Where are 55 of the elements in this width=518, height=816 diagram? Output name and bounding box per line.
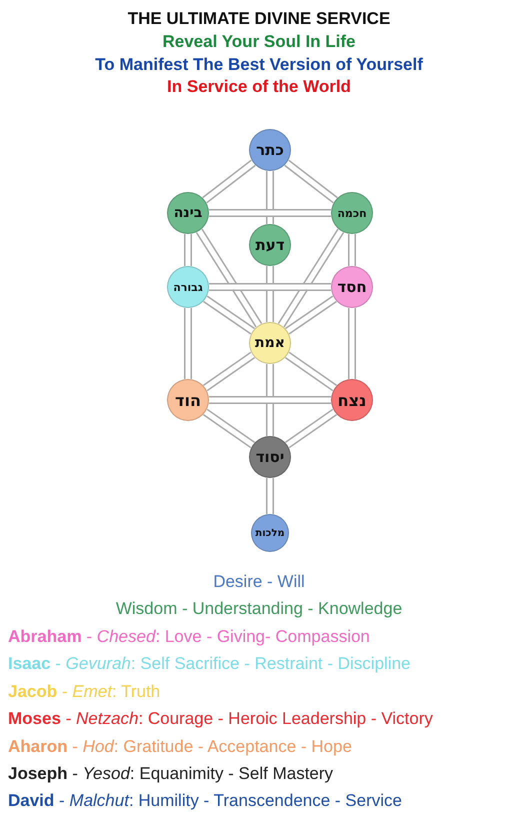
hebrew-label: חכמה <box>337 206 367 220</box>
hebrew-label: בינה <box>174 205 202 221</box>
path-line <box>209 209 331 217</box>
hebrew-label: יסוד <box>256 448 284 466</box>
hebrew-label: חסד <box>337 278 367 296</box>
attribute-line: Aharon - Hod: Gratitude - Acceptance - Hope <box>8 737 352 757</box>
hebrew-label: נצח <box>338 390 366 410</box>
hebrew-label: גבורה <box>173 280 203 294</box>
path-line <box>285 296 337 334</box>
attribute-line: Jacob - Emet: Truth <box>8 682 160 702</box>
sephirah-circle <box>167 379 209 421</box>
attribute-line: Joseph - Yesod: Equanimity - Self Mastery <box>8 764 334 784</box>
path-line <box>266 266 274 322</box>
path-line <box>348 308 356 379</box>
path-line <box>184 308 192 379</box>
attribute-line: Moses - Netzach: Courage - Heroic Leadership - Victory <box>8 709 433 729</box>
sephirah-circle <box>331 379 373 421</box>
path-line <box>209 396 331 404</box>
path-line <box>209 283 331 291</box>
sephirah-circle <box>249 129 291 171</box>
sephirah-circle <box>331 192 373 234</box>
path-line <box>284 408 338 448</box>
path-line <box>266 478 274 514</box>
attribute-line: Desire - Will <box>212 572 306 592</box>
hebrew-label: דעת <box>255 236 285 254</box>
path-line <box>348 234 356 266</box>
sephirah-circle <box>167 192 209 234</box>
path-line <box>202 352 256 392</box>
sephirah-circle <box>167 266 209 308</box>
hebrew-label: הוד <box>175 390 201 410</box>
attribute-line: Abraham - Chesed: Love - Giving- Compassion <box>8 627 370 647</box>
sephirah-circle <box>249 436 291 478</box>
path-line <box>202 408 256 448</box>
path-line <box>184 234 192 266</box>
path-line <box>266 364 274 436</box>
title: THE ULTIMATE DIVINE SERVICE <box>126 9 392 29</box>
hebrew-label: כתר <box>256 141 284 159</box>
hebrew-label: אמת <box>255 335 285 351</box>
path-line <box>266 171 274 224</box>
hebrew-label: מלכות <box>255 528 285 538</box>
subtitle: Reveal Your Soul In Life <box>161 32 357 52</box>
path-line <box>278 228 344 328</box>
sephirah-circle <box>251 514 289 552</box>
attribute-line: Wisdom - Understanding - Knowledge <box>114 599 404 619</box>
path-line <box>284 352 338 392</box>
path-line <box>203 296 255 334</box>
sephirah-circle <box>249 224 291 266</box>
attribute-line: Isaac - Gevurah: Self Sacrifice - Restraint - Discipline <box>8 654 410 674</box>
subtitle: To Manifest The Best Version of Yourself <box>94 55 424 75</box>
path-line <box>284 160 338 204</box>
subtitle: In Service of the World <box>166 77 352 97</box>
attribute-line: David - Malchut: Humility - Transcendence - Service <box>8 791 402 811</box>
path-line <box>202 160 256 204</box>
path-line <box>196 228 262 328</box>
sephirah-circle <box>331 266 373 308</box>
